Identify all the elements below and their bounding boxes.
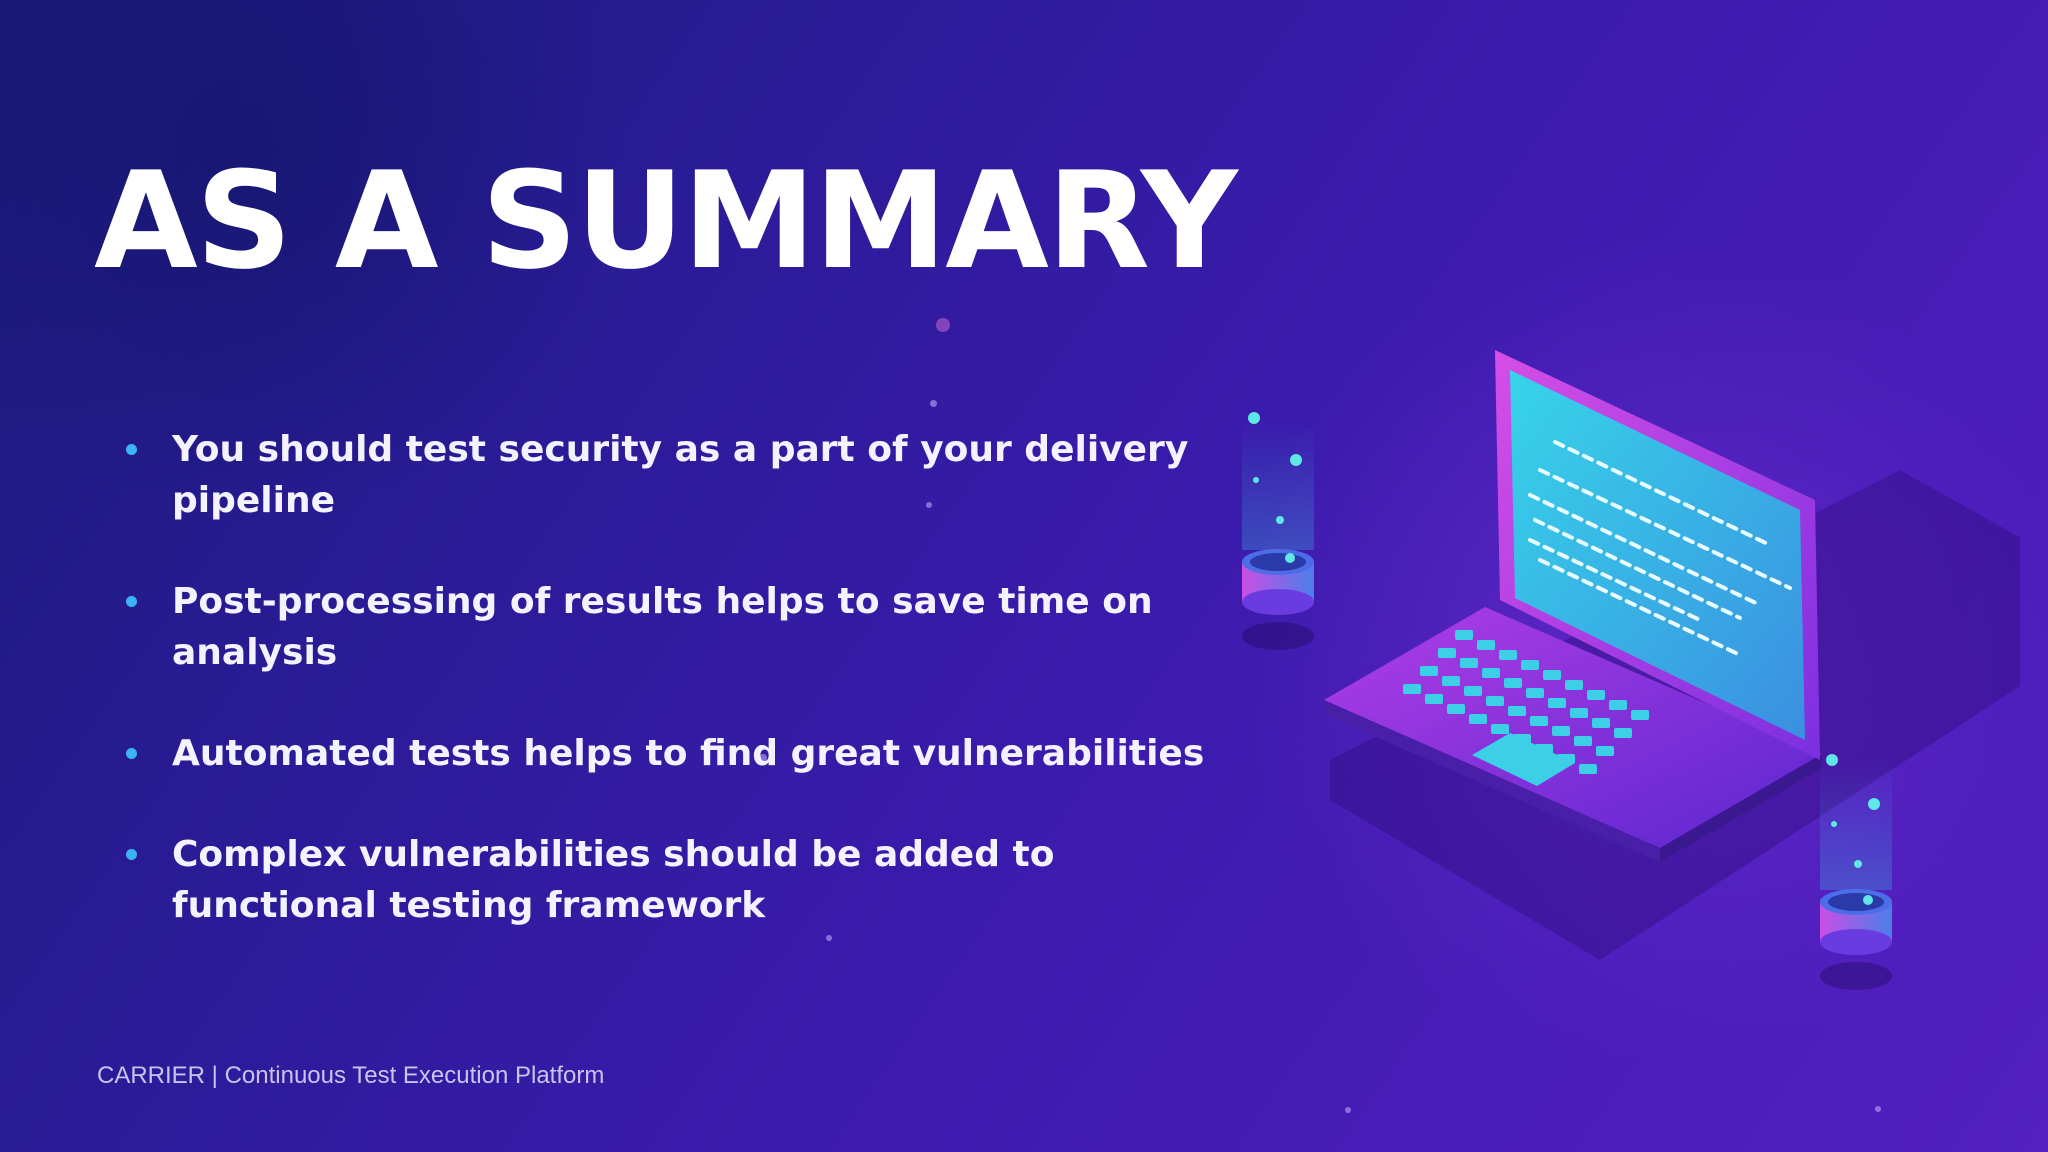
- bullet-dot-icon: [126, 596, 137, 607]
- footer-text: CARRIER | Continuous Test Execution Plat…: [97, 1062, 605, 1089]
- bullet-item: You should test security as a part of yo…: [120, 424, 1220, 526]
- bullet-dot-icon: [126, 748, 137, 759]
- bullet-text: Post-processing of results helps to save…: [172, 581, 1153, 673]
- sparkle-dot: [936, 318, 950, 332]
- bullet-list: You should test security as a part of yo…: [120, 424, 1220, 981]
- bullet-dot-icon: [126, 849, 137, 860]
- screen-code-lines: [1528, 440, 1792, 657]
- bullet-text: Complex vulnerabilities should be added …: [172, 834, 1055, 926]
- bullet-item: Post-processing of results helps to save…: [120, 576, 1220, 678]
- isometric-laptop-illustration: [1242, 350, 2020, 990]
- laptop-base: [1324, 607, 1822, 862]
- bullet-text: You should test security as a part of yo…: [172, 429, 1189, 521]
- bullet-item: Automated tests helps to find great vuln…: [120, 728, 1220, 779]
- sparkle-dot: [759, 754, 767, 762]
- bullet-item: Complex vulnerabilities should be added …: [120, 829, 1220, 931]
- sparkle-dot: [1875, 1106, 1881, 1112]
- sparkle-dot: [1345, 1107, 1351, 1113]
- data-cylinder-right: [1820, 754, 1892, 990]
- sparkle-dot: [926, 502, 932, 508]
- sparkle-dot: [826, 935, 832, 941]
- bullet-text: Automated tests helps to find great vuln…: [172, 733, 1205, 774]
- slide-title: AS A SUMMARY: [94, 143, 1238, 299]
- laptop-screen: [1510, 370, 1805, 740]
- laptop-trackpad: [1472, 733, 1575, 786]
- sparkle-dot: [930, 400, 937, 407]
- bullet-dot-icon: [126, 444, 137, 455]
- data-cylinder-left: [1242, 412, 1314, 650]
